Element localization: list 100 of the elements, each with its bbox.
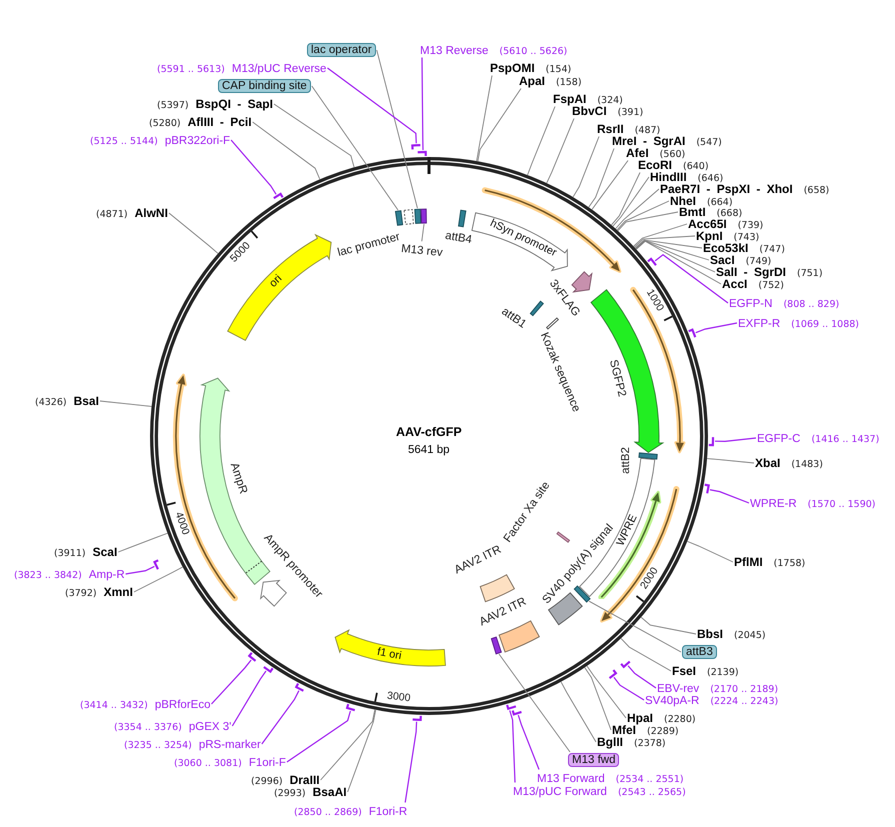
primer-site-mark xyxy=(262,665,275,674)
leader-line xyxy=(634,240,702,249)
leader-line xyxy=(327,68,417,144)
feature-marker xyxy=(545,316,560,331)
primer-site-mark xyxy=(707,435,715,447)
feature-label: M13 rev xyxy=(400,242,444,260)
primer-label: (3060 .. 3081) F1ori-F xyxy=(174,754,286,770)
primer-label: (3354 .. 3376) pGEX 3' xyxy=(114,718,232,734)
leader-line xyxy=(518,714,540,770)
primer-label: M13 Forward (2534 .. 2551) xyxy=(537,770,684,786)
leader-line xyxy=(134,566,184,592)
leader-line xyxy=(560,681,596,742)
primer-label: (3823 .. 3842) Amp-R xyxy=(14,566,125,582)
leader-line xyxy=(628,665,656,688)
restriction-site-label: (2996) DraIII xyxy=(251,772,320,788)
primer-label: M13 Reverse (5610 .. 5626) xyxy=(420,42,568,58)
leader-line xyxy=(347,709,376,792)
plasmid-size-label: 5641 bp xyxy=(408,444,450,456)
leader-line xyxy=(261,690,300,744)
primer-label: EGFP-N (808 .. 829) xyxy=(729,296,840,310)
leader-line xyxy=(620,638,672,672)
leader-line xyxy=(376,50,418,209)
feature-segment: f1 ori xyxy=(333,628,447,668)
feature-marker xyxy=(637,451,659,461)
feature-marker xyxy=(393,209,405,227)
feature-tag: lac operator xyxy=(307,43,376,57)
restriction-site-label: SalI - SgrDI (751) xyxy=(716,264,823,280)
primer-site-mark xyxy=(687,328,697,339)
feature-label: AmpR xyxy=(226,460,250,496)
leader-line xyxy=(211,660,252,704)
primer-site-mark xyxy=(646,257,658,267)
feature-label: attB1 xyxy=(498,304,528,332)
restriction-site-label: (3792) XmnI xyxy=(65,584,133,600)
feature-label: AAV2 ITR xyxy=(478,595,529,629)
leader-line xyxy=(527,106,556,176)
restriction-site-label: (4326) BsaI xyxy=(35,394,99,408)
restriction-site-label: (5280) AflIII - PciI xyxy=(149,114,252,130)
leader-line xyxy=(686,540,734,562)
leader-line xyxy=(498,654,570,752)
leader-line xyxy=(635,240,710,260)
leader-line xyxy=(286,710,351,762)
restriction-site-label: PspOMI (154) xyxy=(490,60,572,76)
primer-label: EBV-rev (2170 .. 2189) xyxy=(657,680,778,696)
primer-label: (5591 .. 5613) M13/pUC Reverse xyxy=(157,60,326,76)
leader-line xyxy=(616,200,670,230)
leader-line xyxy=(636,240,722,284)
restriction-site-label: BglII (2378) xyxy=(597,734,666,750)
restriction-site-label: (2993) BsaAI xyxy=(274,784,347,800)
feature-marker xyxy=(457,208,468,229)
feature-label: AAV2 ITR xyxy=(452,543,504,577)
leader-line xyxy=(592,160,628,210)
feature-marker xyxy=(572,584,592,604)
leader-line xyxy=(421,58,424,150)
feature-label: SGFP2 xyxy=(606,358,628,398)
restriction-site-label: PaeR7I - PspXI - XhoI (658) xyxy=(660,182,830,196)
leader-line xyxy=(311,86,398,211)
primer-site-mark xyxy=(416,150,428,158)
leader-line xyxy=(636,240,716,272)
restriction-site-label: Acc65I (739) xyxy=(688,216,764,232)
primer-label: (2850 .. 2869) F1ori-R xyxy=(294,804,408,818)
leader-line xyxy=(695,322,738,334)
primer-site-mark xyxy=(153,558,160,571)
restriction-site-label: BbvCI (391) xyxy=(572,104,644,118)
primer-site-mark xyxy=(619,660,632,669)
leader-line xyxy=(509,710,516,783)
restriction-site-label: HindIII (646) xyxy=(650,170,724,184)
primer-site-mark xyxy=(511,709,523,716)
leader-line xyxy=(634,236,696,248)
plasmid-name: AAV-cfGFP xyxy=(396,426,462,438)
primer-site-mark xyxy=(703,483,711,495)
primer-site-mark xyxy=(608,668,618,680)
feature-marker xyxy=(528,299,545,318)
leader-line xyxy=(274,104,355,168)
leader-line xyxy=(612,176,650,227)
restriction-site-label: ApaI (158) xyxy=(519,74,582,88)
feature-tag: CAP binding site xyxy=(218,79,311,93)
leader-line xyxy=(230,140,277,195)
leader-line xyxy=(584,667,612,730)
primer-site-mark xyxy=(247,651,258,663)
leader-line xyxy=(168,212,218,254)
restriction-site-label: KpnI (743) xyxy=(696,228,760,244)
feature-segment xyxy=(259,578,288,608)
feature-tag: attB3 xyxy=(682,645,717,659)
primer-label: WPRE-R (1570 .. 1590) xyxy=(750,496,876,510)
leader-line xyxy=(546,118,574,184)
leader-line xyxy=(232,670,266,726)
primer-site-mark xyxy=(410,143,422,151)
feature-marker xyxy=(419,207,428,225)
primer-label: SV40pA-R (2224 .. 2243) xyxy=(645,692,778,708)
feature-tag: M13 fwd xyxy=(568,753,620,767)
restriction-site-label: BbsI (2045) xyxy=(697,626,766,642)
restriction-site-label: MreI - SgrAI (547) xyxy=(612,134,722,148)
restriction-site-label: (5397) BspQI - SapI xyxy=(157,96,273,112)
primer-label: (3414 .. 3432) pBRforEco xyxy=(80,696,210,712)
restriction-site-label: (4871) AlwNI xyxy=(96,206,168,220)
primer-label: (5125 .. 5144) pBR322ori-F xyxy=(90,132,230,148)
leader-line xyxy=(586,666,626,718)
feature-label: attB4 xyxy=(444,229,472,247)
leader-line xyxy=(252,122,320,180)
restriction-site-label: (3911) ScaI xyxy=(54,544,118,560)
